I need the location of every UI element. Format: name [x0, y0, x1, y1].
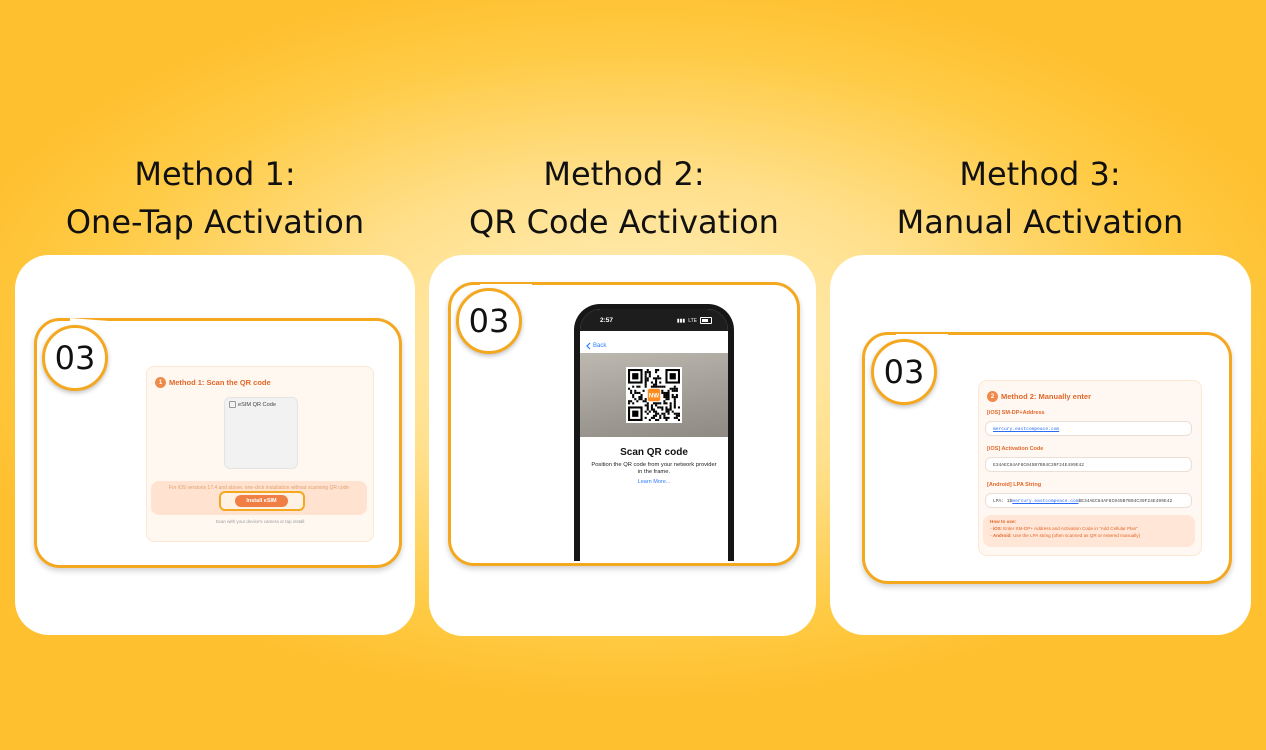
ios-smdp-field[interactable]: mercury.eastcompeace.com: [985, 421, 1192, 436]
scanned-qr-code: NW: [626, 367, 682, 423]
method-2-title-line1: Method 2:: [543, 155, 705, 193]
how-to-use-box: How to use: - iOS: Enter SM-DP+ Address …: [983, 515, 1195, 547]
back-label: Back: [593, 343, 607, 349]
scan-hint-footer: Scan with your device's camera or tap in…: [215, 519, 305, 524]
battery-icon: [700, 317, 712, 324]
howto-ios-text: : Enter SM-DP+ Address and Activation Co…: [1000, 526, 1138, 531]
method-1-heading-text: Method 1: Scan the QR code: [169, 378, 271, 387]
esim-qr-code-image: eSIM QR Code: [224, 397, 298, 469]
install-esim-button[interactable]: Install eSIM: [235, 495, 288, 507]
broken-image-icon: [229, 401, 236, 408]
method-3-step-badge: 03: [871, 339, 937, 405]
method-3-heading-text: Method 2: Manually enter: [1001, 392, 1092, 401]
ios-activation-code-value: E34AEC84AF8C045B7B94C39F24E499E42: [993, 463, 1084, 468]
qr-logo: [647, 388, 661, 402]
method-3-title: Method 3: Manual Activation: [820, 150, 1260, 246]
method-1-screenshot-panel: 1 Method 1: Scan the QR code eSIM QR Cod…: [146, 366, 374, 542]
phone-mockup: 2:57 ▮▮▮ LTE Back NW Scan QR code Positi…: [574, 304, 734, 561]
step-number-badge: 1: [155, 377, 166, 388]
method-1-panel-heading: 1 Method 1: Scan the QR code: [155, 377, 271, 388]
method-2-title: Method 2: QR Code Activation: [404, 150, 844, 246]
qr-code-pattern: NW: [628, 369, 680, 421]
howto-title: How to use:: [990, 519, 1017, 524]
method-3-panel-heading: 2 Method 2: Manually enter: [987, 391, 1091, 402]
step-number-badge: 2: [987, 391, 998, 402]
howto-android-text: : Use the LPA string (often scanned as Q…: [1010, 533, 1141, 538]
esim-qr-alt: eSIM QR Code: [229, 401, 276, 408]
ios-version-note: For iOS versions 17.4 and above, one-cli…: [168, 485, 350, 491]
status-time: 2:57: [600, 317, 614, 324]
scan-qr-title: Scan QR code: [620, 447, 688, 458]
learn-more-link[interactable]: Learn More...: [637, 479, 671, 485]
camera-viewfinder: NW: [580, 353, 728, 437]
ios-smdp-value: mercury.eastcompeace.com: [993, 427, 1060, 432]
howto-ios-label: iOS: [992, 526, 1001, 531]
ios-activation-code-label: [iOS] Activation Code: [987, 446, 1044, 452]
method-1-step-badge: 03: [42, 325, 108, 391]
lpa-prefix: LPA: 1$: [993, 499, 1013, 504]
phone-screen: 2:57 ▮▮▮ LTE Back NW Scan QR code Positi…: [580, 309, 728, 561]
method-3-screenshot-panel: 2 Method 2: Manually enter [iOS] SM-DP+A…: [978, 380, 1202, 556]
method-3-title-line1: Method 3:: [959, 155, 1121, 193]
lpa-link: mercury.eastcompeace.com: [1012, 499, 1079, 504]
method-2-step-badge: 03: [456, 288, 522, 354]
back-button[interactable]: Back: [586, 342, 606, 350]
scan-qr-description: Position the QR code from your network p…: [591, 462, 717, 475]
status-indicators: ▮▮▮ LTE: [677, 317, 712, 324]
howto-android-label: Android: [992, 533, 1011, 538]
method-3-title-line2: Manual Activation: [896, 203, 1184, 241]
esim-qr-alt-text: eSIM QR Code: [238, 401, 276, 408]
network-label: LTE: [688, 317, 697, 324]
method-1-title: Method 1: One-Tap Activation: [0, 150, 435, 246]
install-esim-highlight: Install eSIM: [219, 491, 305, 511]
android-lpa-label: [Android] LPA String: [987, 482, 1042, 488]
android-lpa-field[interactable]: LPA: 1$mercury.eastcompeace.com$E34AEC84…: [985, 493, 1192, 508]
signal-icon: ▮▮▮: [676, 317, 686, 324]
method-1-title-line2: One-Tap Activation: [65, 203, 365, 241]
one-click-install-section: For iOS versions 17.4 and above, one-cli…: [151, 481, 367, 515]
ios-smdp-label: [iOS] SM-DP+Address: [987, 410, 1045, 416]
ios-activation-code-field[interactable]: E34AEC84AF8C045B7B94C39F24E499E42: [985, 457, 1192, 472]
method-1-title-line1: Method 1:: [134, 155, 296, 193]
lpa-suffix: $E34AEC84AF8C045B7B94C39F24E499E42: [1078, 499, 1173, 504]
status-bar: 2:57 ▮▮▮ LTE: [580, 309, 728, 331]
method-2-title-line2: QR Code Activation: [469, 203, 779, 241]
chevron-left-icon: [586, 342, 591, 350]
qr-logo-text: NW: [649, 392, 660, 399]
